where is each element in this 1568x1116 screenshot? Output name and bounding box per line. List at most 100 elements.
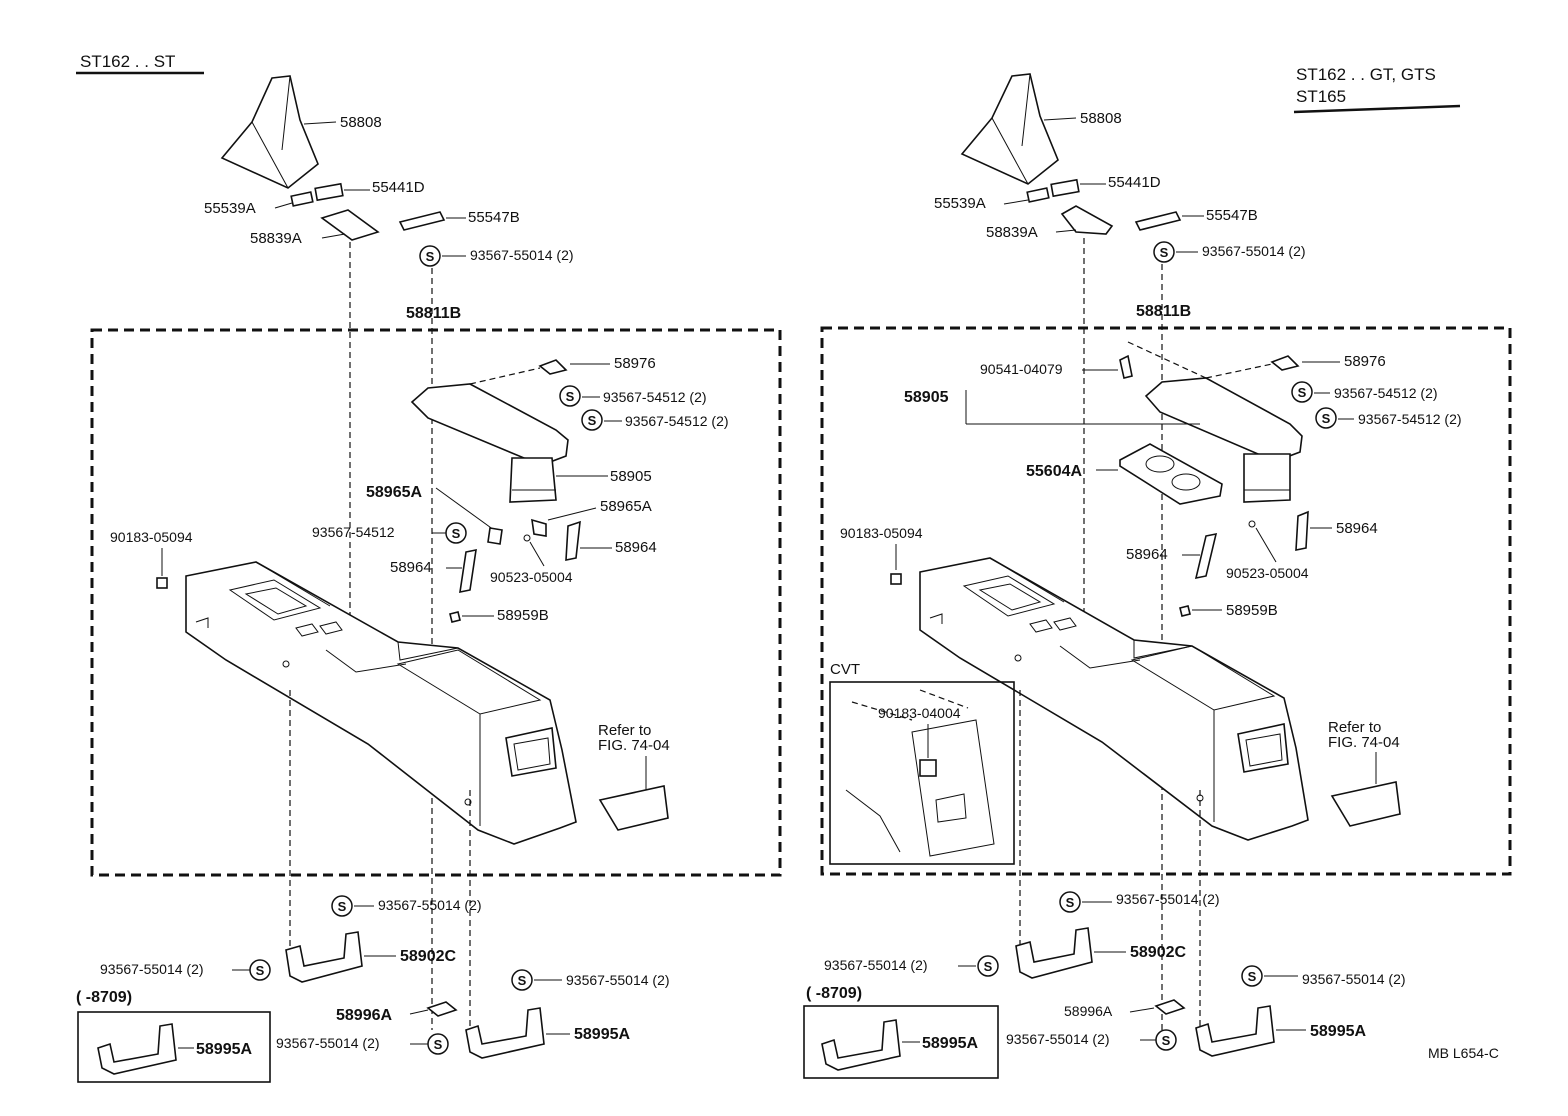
footer-code: MB L654-C xyxy=(1428,1045,1499,1061)
right-label-screw-low1: 93567-55014 (2) xyxy=(1116,891,1220,907)
left-label-55539a: 55539A xyxy=(204,200,256,217)
left-bracket-58964-l xyxy=(459,548,477,594)
right-clip-55539a xyxy=(1026,187,1050,203)
right-label-screw-low4: 93567-55014 (2) xyxy=(1006,1031,1110,1047)
left-s-symbol-hinge xyxy=(445,522,467,544)
right-inset-box xyxy=(803,1005,999,1079)
right-assembly-box xyxy=(820,326,1512,876)
right-s-text-arm1: S xyxy=(1298,385,1307,400)
right-cover-58839a xyxy=(1060,205,1114,235)
right-console-body xyxy=(919,557,1309,841)
left-s-symbol-low4 xyxy=(427,1033,449,1055)
right-panel: ST162 . . GT, GTS ST165 58808 55539A 554… xyxy=(803,65,1512,1079)
right-label-90541: 90541-04079 xyxy=(980,361,1063,377)
right-title-underline xyxy=(1293,104,1461,114)
left-s-symbol-top xyxy=(419,245,441,267)
right-label-58964-r: 58964 xyxy=(1336,520,1378,537)
right-label-screw-low2: 93567-55014 (2) xyxy=(824,957,928,973)
left-label-58976: 58976 xyxy=(614,355,656,372)
left-pin-58976 xyxy=(538,359,568,375)
right-s-text-top: S xyxy=(1160,245,1169,260)
left-s-symbol-low3 xyxy=(511,969,533,991)
left-s-symbol-arm2 xyxy=(581,409,603,431)
right-label-screw-arm2: 93567-54512 (2) xyxy=(1358,411,1462,427)
right-bracket-58964-r xyxy=(1295,510,1309,551)
left-label-58808: 58808 xyxy=(340,114,382,131)
left-label-screw-hinge: 93567-54512 xyxy=(312,524,395,540)
left-s-symbol-low2 xyxy=(249,959,271,981)
right-cap-58959b xyxy=(1179,605,1191,617)
right-label-55539a: 55539A xyxy=(934,195,986,212)
left-inset-box xyxy=(77,1011,271,1083)
left-label-screw-arm2: 93567-54512 (2) xyxy=(625,413,729,429)
left-s-text-low2: S xyxy=(256,963,265,978)
left-label-90523: 90523-05004 xyxy=(490,569,573,585)
left-clip-55539a xyxy=(290,191,314,207)
right-s-symbol-arm1 xyxy=(1291,381,1313,403)
right-console-tray xyxy=(962,575,1056,617)
left-ashtray-ref xyxy=(598,785,669,831)
left-console-body xyxy=(185,561,577,845)
right-bracket-58964-l xyxy=(1194,532,1218,580)
left-label-55441d: 55441D xyxy=(372,179,425,196)
right-ashtray-ref xyxy=(1330,781,1401,827)
right-model-title-2: ST165 xyxy=(1296,87,1346,106)
right-s-symbol-top xyxy=(1153,241,1175,263)
left-label-refer-2: FIG. 74-04 xyxy=(598,737,670,754)
right-label-refer-2: FIG. 74-04 xyxy=(1328,734,1400,751)
left-label-screw-arm1: 93567-54512 (2) xyxy=(603,389,707,405)
right-label-58964-l: 58964 xyxy=(1126,546,1168,563)
right-label-refer-1: Refer to xyxy=(1328,719,1381,736)
right-model-title-1: ST162 . . GT, GTS xyxy=(1296,65,1436,84)
left-s-text-low3: S xyxy=(518,973,527,988)
right-s-symbol-low4 xyxy=(1155,1029,1177,1051)
right-s-text-low2: S xyxy=(984,959,993,974)
right-s-symbol-low2 xyxy=(977,955,999,977)
left-bracket-58964-r xyxy=(565,520,581,561)
left-s-symbol-arm1 xyxy=(559,385,581,407)
left-label-inset-part: 58995A xyxy=(196,1041,252,1058)
right-s-symbol-arm2 xyxy=(1315,407,1337,429)
right-cvt-nut xyxy=(919,759,937,777)
right-label-58839a: 58839A xyxy=(986,224,1038,241)
right-label-55441d: 55441D xyxy=(1108,174,1161,191)
right-cvt-box xyxy=(829,681,1015,865)
right-label-58808: 58808 xyxy=(1080,110,1122,127)
right-cupholder-55604a xyxy=(1119,443,1223,505)
left-s-text-hinge: S xyxy=(452,526,461,541)
left-bracket-58902c xyxy=(285,931,363,983)
left-label-58964-r: 58964 xyxy=(615,539,657,556)
right-label-cvt: CVT xyxy=(830,661,860,678)
right-s-symbol-low1 xyxy=(1059,891,1081,913)
left-label-screw-low1: 93567-55014 (2) xyxy=(378,897,482,913)
left-label-58811b: 58811B xyxy=(406,305,461,322)
left-clip-90523 xyxy=(523,534,531,542)
left-label-58965a-1: 58965A xyxy=(366,484,422,501)
right-nut-90183 xyxy=(890,573,902,585)
right-armrest xyxy=(1144,377,1303,459)
left-console-bin xyxy=(396,649,542,715)
right-clip-90523 xyxy=(1248,520,1256,528)
left-clip-58996a xyxy=(426,1001,458,1017)
left-s-text-top: S xyxy=(426,249,435,264)
left-label-refer-1: Refer to xyxy=(598,722,651,739)
right-bracket-58995a xyxy=(1195,1005,1275,1057)
left-label-58996a: 58996A xyxy=(336,1007,392,1024)
right-label-58976: 58976 xyxy=(1344,353,1386,370)
left-panel: ST162 . . ST 58808 55539A 55441D 55547B … xyxy=(76,52,782,1083)
left-inset-bracket xyxy=(97,1023,177,1075)
left-plate-55441d xyxy=(314,182,344,202)
left-console-tray xyxy=(228,579,322,621)
left-armrest xyxy=(410,383,569,463)
right-cvt-panel xyxy=(911,719,995,857)
right-bolt-90541 xyxy=(1119,354,1133,379)
left-label-55547b: 55547B xyxy=(468,209,520,226)
right-s-text-low3: S xyxy=(1248,969,1257,984)
left-label-screw-low2: 93567-55014 (2) xyxy=(100,961,204,977)
right-bracket-58902c xyxy=(1015,927,1093,979)
left-s-text-low1: S xyxy=(338,899,347,914)
right-label-58905: 58905 xyxy=(904,389,949,406)
left-label-inset-range: ( -8709) xyxy=(76,989,132,1006)
right-label-55547b: 55547B xyxy=(1206,207,1258,224)
left-label-58902c: 58902C xyxy=(400,948,456,965)
